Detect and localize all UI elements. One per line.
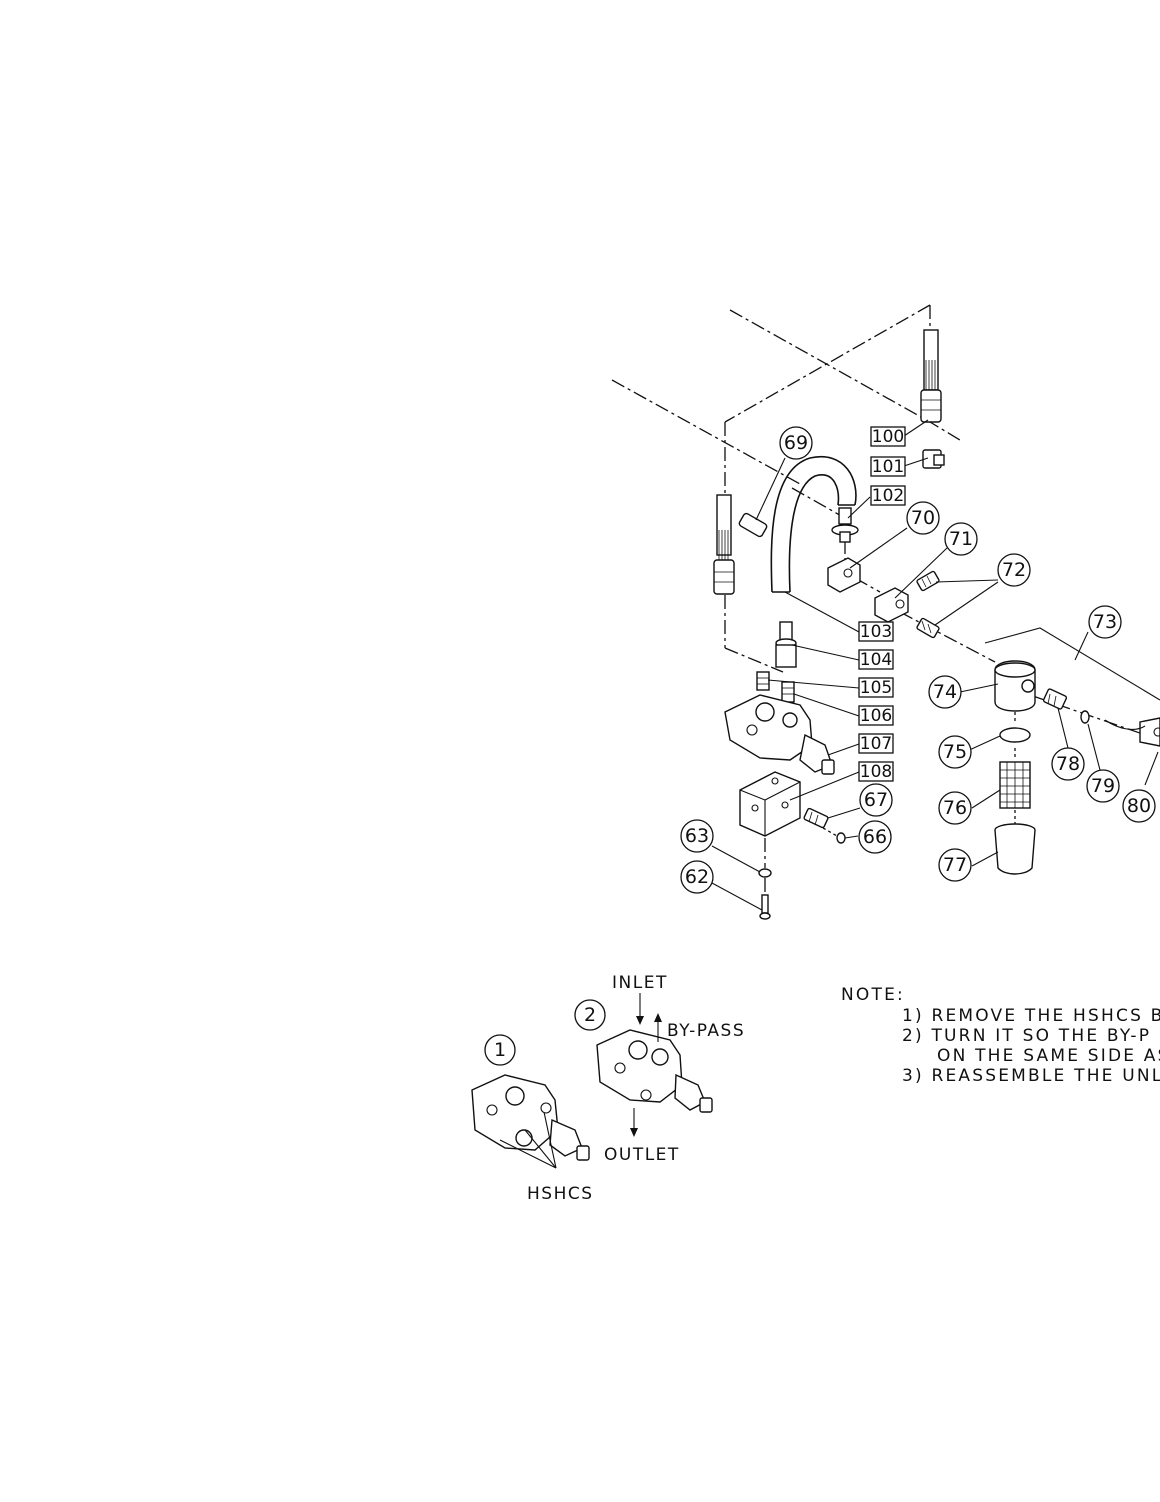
callout-66: 66 xyxy=(858,820,892,854)
bracket-73 xyxy=(984,627,1160,701)
callout-72: 72 xyxy=(997,553,1031,587)
callout-103: 103 xyxy=(858,621,894,642)
callout-79: 79 xyxy=(1086,769,1120,803)
unloader-valve-107 xyxy=(724,694,835,775)
callout-78: 78 xyxy=(1051,747,1085,781)
svg-text:79: 79 xyxy=(1091,775,1115,797)
bolt-62 xyxy=(759,894,771,920)
fitting-69 xyxy=(738,512,768,538)
svg-text:70: 70 xyxy=(911,507,935,529)
callout-76: 76 xyxy=(938,791,972,825)
callout-77: 77 xyxy=(938,848,972,882)
callout-107: 107 xyxy=(858,733,894,754)
step-1-marker: 1 xyxy=(484,1034,516,1066)
svg-text:1: 1 xyxy=(494,1039,506,1061)
fitting-67 xyxy=(803,807,829,829)
svg-text:102: 102 xyxy=(872,486,904,506)
washer-63 xyxy=(758,868,772,878)
nipple-72a xyxy=(916,570,940,592)
svg-text:105: 105 xyxy=(860,678,892,698)
fitting-105 xyxy=(756,671,770,691)
fitting-102 xyxy=(831,507,859,543)
svg-text:100: 100 xyxy=(872,427,904,447)
note-heading: NOTE: xyxy=(841,985,905,1005)
note-line-2: 2) TURN IT SO THE BY-P xyxy=(902,1026,1151,1046)
elbow-fitting-101 xyxy=(922,449,945,469)
inset-valve-1 xyxy=(471,1074,590,1169)
svg-text:67: 67 xyxy=(864,789,888,811)
svg-text:101: 101 xyxy=(872,457,904,477)
svg-text:76: 76 xyxy=(943,797,967,819)
tee-71 xyxy=(874,587,909,623)
tee-70 xyxy=(827,557,861,593)
note-line-3: ON THE SAME SIDE AS xyxy=(937,1046,1160,1066)
inlet-label: INLET xyxy=(612,973,668,993)
svg-text:75: 75 xyxy=(943,741,967,763)
svg-text:2: 2 xyxy=(584,1004,596,1026)
svg-text:72: 72 xyxy=(1002,559,1026,581)
callout-71: 71 xyxy=(944,522,978,556)
svg-text:62: 62 xyxy=(685,866,709,888)
phantom-lines xyxy=(611,304,1160,905)
callout-102: 102 xyxy=(870,485,906,506)
outlet-label: OUTLET xyxy=(604,1145,680,1165)
nipple-72b xyxy=(916,617,940,639)
callout-69: 69 xyxy=(779,426,813,460)
callout-73: 73 xyxy=(1088,605,1122,639)
svg-text:108: 108 xyxy=(860,762,892,782)
callout-105: 105 xyxy=(858,677,894,698)
filter-head-74 xyxy=(994,660,1036,712)
fitting-80 xyxy=(1139,717,1160,747)
callout-67: 67 xyxy=(859,783,893,817)
svg-text:104: 104 xyxy=(860,650,892,670)
callout-100: 100 xyxy=(870,426,906,447)
svg-text:78: 78 xyxy=(1056,753,1080,775)
svg-text:71: 71 xyxy=(949,528,973,550)
flow-arrows xyxy=(630,993,662,1137)
svg-text:66: 66 xyxy=(863,826,887,848)
callout-75: 75 xyxy=(938,735,972,769)
callout-63: 63 xyxy=(680,819,714,853)
fitting-78 xyxy=(1042,688,1068,710)
inset-valve-2 xyxy=(596,1029,713,1113)
svg-text:69: 69 xyxy=(784,432,808,454)
callout-106: 106 xyxy=(858,705,894,726)
callout-108: 108 xyxy=(858,761,894,782)
svg-text:106: 106 xyxy=(860,706,892,726)
svg-text:80: 80 xyxy=(1127,795,1151,817)
fitting-106 xyxy=(781,681,795,703)
bent-tube-103 xyxy=(770,455,857,593)
hose-left xyxy=(713,494,735,595)
oring-79 xyxy=(1080,710,1090,724)
callout-74: 74 xyxy=(928,675,962,709)
manifold-block-108 xyxy=(739,771,801,837)
fitting-104 xyxy=(775,621,797,668)
step-2-marker: 2 xyxy=(574,999,606,1031)
svg-text:74: 74 xyxy=(933,681,957,703)
note-line-1: 1) REMOVE THE HSHCS BO xyxy=(902,1006,1160,1026)
svg-text:73: 73 xyxy=(1093,611,1117,633)
callout-62: 62 xyxy=(680,860,714,894)
svg-text:107: 107 xyxy=(860,734,892,754)
callout-104: 104 xyxy=(858,649,894,670)
svg-text:103: 103 xyxy=(860,622,892,642)
hshcs-label: HSHCS xyxy=(527,1184,594,1204)
callout-70: 70 xyxy=(906,501,940,535)
svg-text:63: 63 xyxy=(685,825,709,847)
svg-text:77: 77 xyxy=(943,854,967,876)
oring-66 xyxy=(836,832,846,844)
callout-80: 80 xyxy=(1122,789,1156,823)
callout-101: 101 xyxy=(870,456,906,477)
oring-75 xyxy=(999,727,1031,743)
bypass-label: BY-PASS xyxy=(667,1021,745,1041)
filter-screen-76 xyxy=(999,761,1031,809)
filter-bowl-77 xyxy=(994,823,1036,875)
note-line-4: 3) REASSEMBLE THE UNLO xyxy=(902,1066,1160,1086)
leader-lines xyxy=(711,419,1159,911)
hose-upper xyxy=(920,329,942,423)
